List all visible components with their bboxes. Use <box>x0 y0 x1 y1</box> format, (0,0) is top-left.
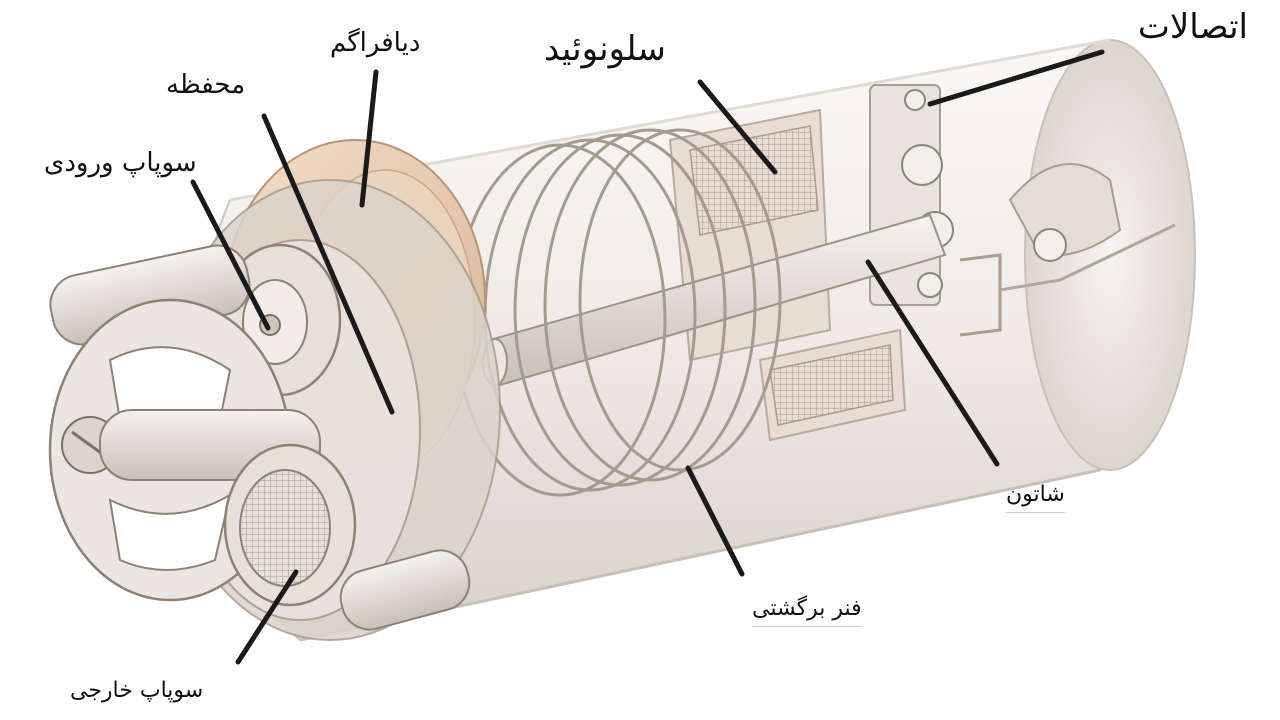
leader-connections <box>927 49 1105 107</box>
label-connections: اتصالات <box>1137 7 1248 47</box>
label-solenoid: سلونوئید <box>544 29 666 69</box>
leader-diaphragm <box>359 69 379 208</box>
leader-chamber <box>261 113 395 415</box>
label-outlet-valve: سوپاپ خارجی <box>70 678 204 703</box>
label-return-spring: فنر برگشتی <box>752 598 862 627</box>
label-inlet-valve: سوپاپ ورودی <box>44 148 197 178</box>
leader-return-spring <box>685 465 745 577</box>
label-plunger: شاتون <box>1006 484 1065 513</box>
outlet-valve <box>223 443 471 631</box>
label-diaphragm: دیافراگم <box>330 28 421 58</box>
label-chamber: محفظه <box>166 70 246 100</box>
leader-lines <box>190 49 1105 665</box>
leader-inlet-valve <box>190 179 271 331</box>
leader-outlet-valve <box>235 569 299 665</box>
leader-plunger <box>865 259 1000 467</box>
leader-solenoid <box>697 79 778 175</box>
